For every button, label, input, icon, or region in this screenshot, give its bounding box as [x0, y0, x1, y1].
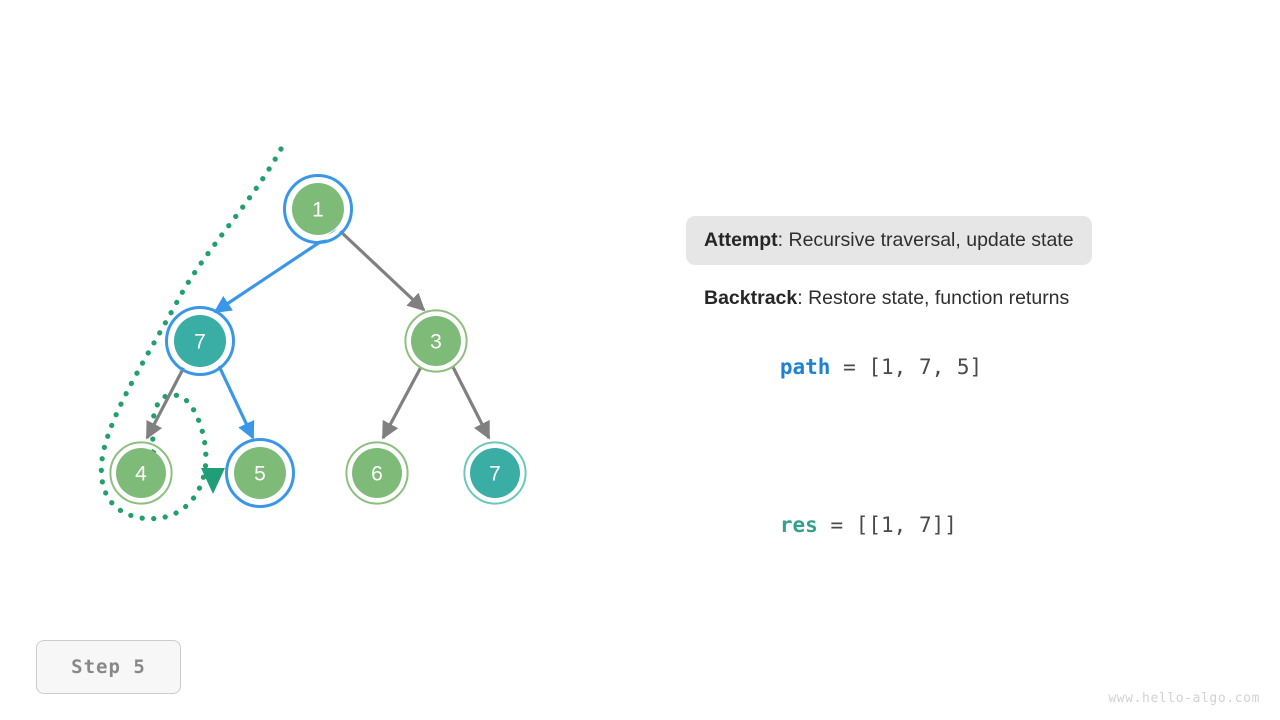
path-variable-value: = [1, 7, 5] [830, 354, 983, 379]
attempt-row: Attempt: Recursive traversal, update sta… [686, 216, 1092, 266]
backtrack-label: Backtrack [704, 287, 798, 310]
step-badge: Step 5 [36, 640, 181, 694]
backtrack-row: Backtrack: Restore state, function retur… [686, 286, 1246, 310]
info-panel: Attempt: Recursive traversal, update sta… [686, 216, 1246, 561]
attempt-description: : Recursive traversal, update state [777, 229, 1074, 251]
res-variable-name: res [779, 512, 818, 537]
trace-arrowhead [201, 468, 225, 494]
edge-n7l-n5 [217, 365, 255, 440]
tree-node-3[interactable]: 3 [404, 309, 468, 373]
tree-node-1[interactable]: 1 [283, 174, 353, 244]
tree-node-7-left[interactable]: 7 [165, 306, 235, 376]
edge-n1-n3 [338, 229, 426, 312]
tree-node-5[interactable]: 5 [225, 438, 295, 508]
traversal-trace-path [98, 146, 284, 522]
step-badge-label: Step 5 [71, 656, 146, 678]
tree-node-6[interactable]: 6 [345, 441, 409, 505]
attempt-label: Attempt [704, 229, 778, 251]
tree-node-7-right[interactable]: 7 [463, 441, 527, 505]
path-variable-name: path [779, 354, 831, 379]
res-variable-row: res = [[1, 7]] [686, 489, 1246, 561]
res-variable-value: = [[1, 7]] [817, 512, 957, 537]
edge-n3-n7r [451, 366, 491, 440]
path-variable-row: path = [1, 7, 5] [686, 331, 1246, 403]
backtrack-description: : Restore state, function returns [797, 287, 1070, 310]
tree-node-4[interactable]: 4 [109, 441, 173, 505]
watermark-text: www.hello-algo.com [1108, 691, 1260, 706]
site-watermark: www.hello-algo.com [1108, 691, 1260, 706]
binary-tree-diagram: 1 7 3 4 5 [98, 146, 527, 522]
edge-n7l-n4 [145, 366, 186, 440]
edge-n3-n6 [381, 366, 423, 440]
